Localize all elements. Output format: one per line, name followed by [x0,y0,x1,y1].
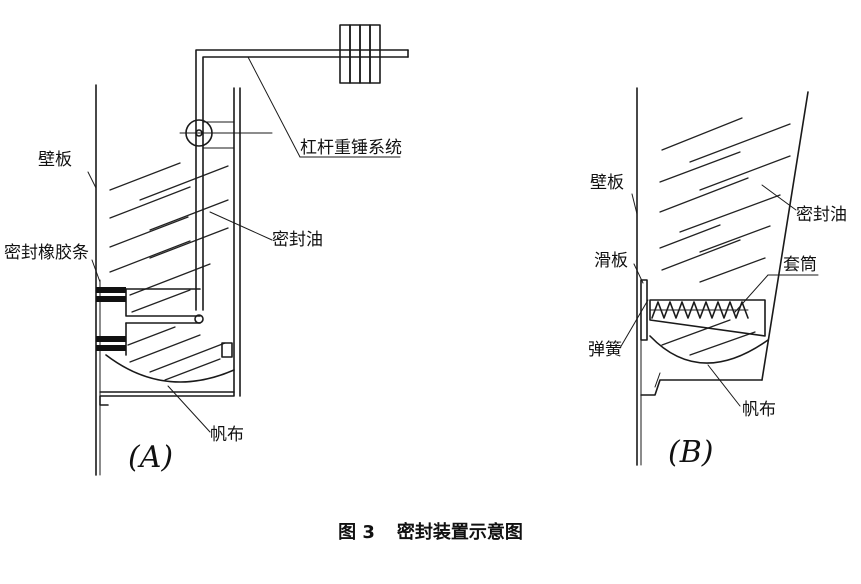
a-oil-label: 密封油 [272,230,323,250]
a-canvas [105,354,235,383]
b-oil-hatching [659,117,791,356]
a-canvas-label: 帆布 [210,425,244,445]
caption-title: 密封装置示意图 [396,522,523,543]
a-weight-2 [349,24,361,84]
b-oil-label: 密封油 [796,205,847,225]
a-lever-arm [195,49,409,311]
b-sleeve-label: 套筒 [783,255,817,275]
a-rubber-strip-2 [96,336,126,342]
b-panel-label: (B) [668,435,713,470]
figure-a: 壁板 杠杆重锤系统 密封油 密封橡胶条 帆布 (A) [4,24,409,476]
a-lever-label: 杠杆重锤系统 [300,138,402,158]
a-weight-4 [369,24,381,84]
b-canvas [649,335,769,364]
caption-number: 图 3 [338,522,375,543]
b-spring-label: 弹簧 [588,340,622,360]
b-sleeve [649,299,766,337]
b-spring [651,301,749,319]
b-wall-label: 壁板 [590,173,624,193]
a-wall-label: 壁板 [38,150,72,170]
b-slide-plate [640,279,648,341]
a-rubber-label: 密封橡胶条 [4,243,89,263]
b-container-wall [761,91,809,381]
a-weight-1 [339,24,351,84]
b-bottom-plate [640,379,763,396]
a-weight-3 [359,24,371,84]
a-panel-label: (A) [128,440,173,475]
a-rubber-strip-1 [96,287,126,293]
figure-b: 壁板 密封油 滑板 套筒 弹簧 帆布 (B) [588,87,847,470]
figure-caption: 图 3 密封装置示意图 [0,518,861,544]
b-canvas-label: 帆布 [742,400,776,420]
a-oil-hatching [109,162,229,381]
a-bottom-plate [99,391,235,406]
b-slide-label: 滑板 [594,251,628,271]
